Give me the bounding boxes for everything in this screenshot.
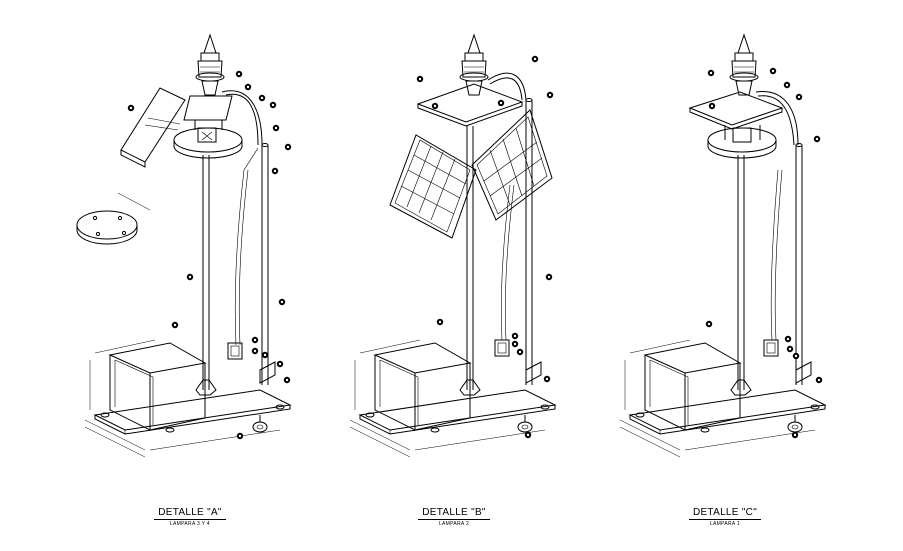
detail-a-drawing — [76, 34, 292, 458]
detail-a-caption: DETALLE "A" LAMPARA 3 Y 4 — [140, 502, 240, 527]
detail-a-subtitle: LAMPARA 3 Y 4 — [169, 521, 211, 527]
detail-a-title: DETALLE "A" — [154, 507, 226, 520]
detail-b-caption: DETALLE "B" LAMPARA 2 — [404, 502, 504, 527]
detail-c-drawing — [619, 34, 826, 458]
detail-b-subtitle: LAMPARA 2 — [438, 521, 470, 527]
detail-c-title: DETALLE "C" — [688, 507, 762, 520]
solar-panel-right — [471, 109, 553, 221]
detail-c-caption: DETALLE "C" LAMPARA 1 — [675, 502, 775, 527]
detail-c-subtitle: LAMPARA 1 — [709, 521, 741, 527]
detail-b-title: DETALLE "B" — [418, 507, 490, 520]
detail-b-drawing — [349, 34, 556, 458]
solar-panel-left — [389, 134, 477, 239]
